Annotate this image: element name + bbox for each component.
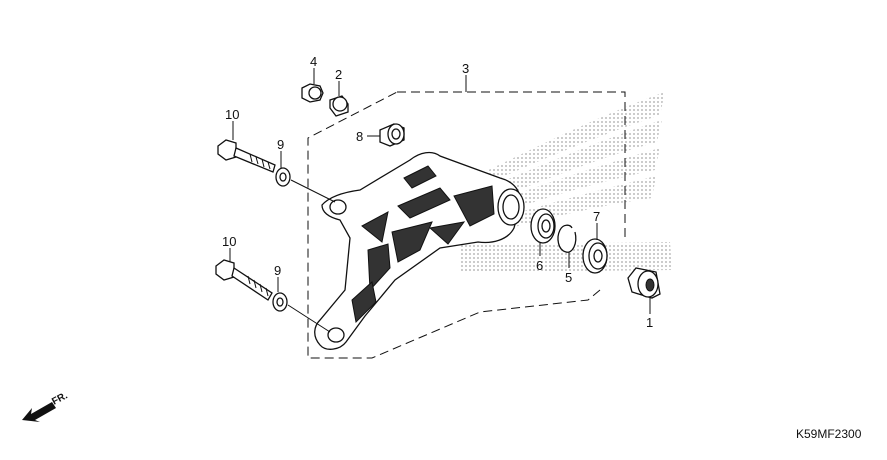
hanger-bracket bbox=[314, 151, 525, 350]
forward-arrow-icon bbox=[22, 402, 56, 422]
collar-part-2 bbox=[329, 95, 349, 117]
catalog-code: K59MF2300 bbox=[796, 427, 862, 441]
callout-9-upper: 9 bbox=[277, 137, 284, 152]
honda-wing-watermark bbox=[460, 92, 672, 272]
callout-2: 2 bbox=[335, 67, 342, 82]
callout-4: 4 bbox=[310, 54, 317, 69]
callout-10-lower: 10 bbox=[222, 234, 236, 249]
callout-1: 1 bbox=[646, 315, 653, 330]
washer-part-9-upper bbox=[275, 167, 291, 187]
bushing-part-1 bbox=[627, 267, 661, 299]
direction-label: FR. bbox=[50, 390, 70, 407]
callout-5: 5 bbox=[565, 270, 572, 285]
bearing-part-6 bbox=[530, 208, 556, 244]
assembly-frame bbox=[307, 91, 626, 359]
circlip-part-5 bbox=[557, 224, 577, 253]
leader-lines bbox=[229, 68, 651, 333]
nut-part-4 bbox=[301, 83, 324, 103]
callout-8: 8 bbox=[356, 129, 363, 144]
bearing-part-8 bbox=[379, 123, 405, 147]
callout-10-upper: 10 bbox=[225, 107, 239, 122]
callout-7: 7 bbox=[593, 209, 600, 224]
bolt-part-10-upper bbox=[217, 139, 276, 173]
callout-3: 3 bbox=[462, 61, 469, 76]
washer-part-9-lower bbox=[272, 292, 288, 312]
bolt-part-10-lower bbox=[215, 259, 273, 301]
callout-9-lower: 9 bbox=[274, 263, 281, 278]
callout-6: 6 bbox=[536, 258, 543, 273]
bearing-part-7 bbox=[582, 238, 608, 274]
